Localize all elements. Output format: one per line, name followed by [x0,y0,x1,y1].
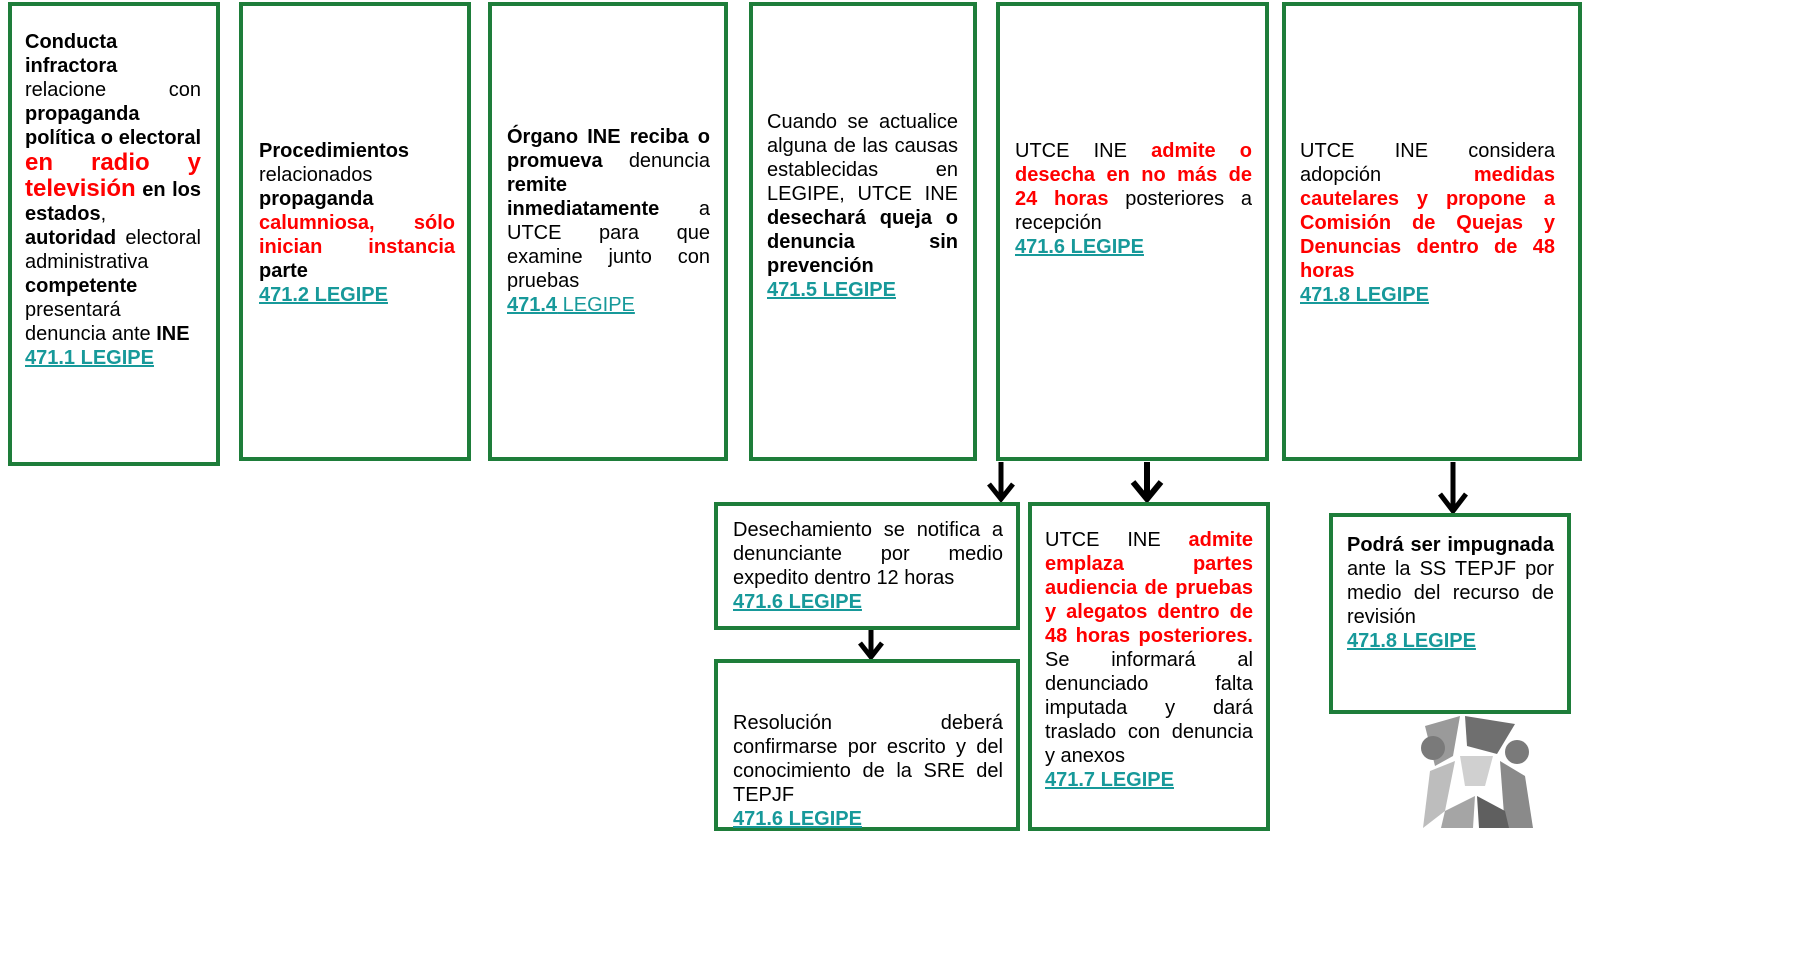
step-text-4: Cuando se actualice alguna de las causas… [767,110,958,302]
text: a UTCE para que examine junto con prueba… [507,198,710,292]
step-text-8: Resolución deberá confirmarse por escrit… [733,711,1003,831]
legal-reference-link[interactable]: 471.6 LEGIPE [733,591,862,613]
step-text-7: Desechamiento se notifica a denunciante … [733,518,1003,614]
text: INE [156,323,190,345]
step-box-8 [714,659,1020,831]
text: UTCE INE [1015,140,1127,162]
text: medidas cautelares y propone a Comisión … [1300,164,1555,282]
text: Cuando se actualice alguna de las causas… [767,111,958,205]
text: , [100,203,107,225]
text: calumniosa, sólo inician instancia [259,212,455,258]
legal-reference-link[interactable]: 471.8 LEGIPE [1347,630,1476,652]
text: relacionados [259,164,373,186]
text: parte [259,260,308,282]
text: desechará queja o denuncia sin prevenció… [767,207,958,277]
step-text-2: Procedimientos relacionados propaganda c… [259,139,455,307]
step-box-3 [488,2,728,461]
legal-reference-link[interactable]: 471.7 LEGIPE [1045,769,1174,791]
arrow-down-icon [1130,462,1164,502]
text: competente [25,275,138,297]
text: propaganda [259,188,374,210]
text: 471.4 [507,294,558,316]
text: Podrá ser impugnada [1347,534,1554,556]
legal-reference-link[interactable]: 471.4 LEGIPE [507,293,710,317]
text: UTCE INE considera adopción [1300,140,1555,186]
step-text-5: UTCE INE admite o desecha en no más de 2… [1015,139,1252,259]
text: autoridad [25,227,117,249]
legal-reference-link[interactable]: 471.5 LEGIPE [767,279,896,301]
step-text-10: Podrá ser impugnada ante la SS TEPJF por… [1347,533,1554,653]
step-box-10 [1329,513,1571,714]
text: ante la SS TEPJF por medio del recurso d… [1347,558,1554,628]
text: posteriores a recepción [1015,188,1253,234]
step-box-5 [996,2,1269,461]
text: electoral administrativa [25,227,201,273]
step-text-6: UTCE INE considera adopción medidas caut… [1300,139,1555,307]
legal-reference-link[interactable]: 471.8 LEGIPE [1300,284,1429,306]
legal-reference-link[interactable]: 471.2 LEGIPE [259,284,388,306]
legal-reference-link[interactable]: 471.6 LEGIPE [1015,236,1144,258]
text: propaganda política o electoral [25,103,201,149]
step-box-1 [8,2,220,466]
legal-reference-link[interactable]: 471.1 LEGIPE [25,347,154,369]
text: LEGIPE [557,294,635,316]
text: Resolución deberá confirmarse por escrit… [733,712,1003,806]
conducta-infractora-label: Conducta infractora [25,31,118,77]
text: Procedimientos [259,140,410,162]
text: Desechamiento se notifica a denunciante … [733,519,1003,589]
step-text-1: Conducta infractora relacione con propag… [25,30,201,370]
text: admite emplaza partes audiencia de prueb… [1045,529,1253,647]
step-box-4 [749,2,977,461]
step-box-2 [239,2,471,461]
step-box-6 [1282,2,1582,461]
text: denuncia [628,150,710,172]
tribunal-logo [1421,716,1533,828]
step-box-7 [714,502,1020,630]
arrow-down-icon [987,462,1015,502]
step-box-9 [1028,502,1270,831]
step-text-3: Órgano INE reciba o promueva denuncia re… [507,125,710,317]
step-text-9: UTCE INE admite emplaza partes audiencia… [1045,528,1253,792]
text: admite o desecha en no más de 24 horas [1015,140,1252,210]
text: relacione con [25,79,201,101]
legal-reference-link[interactable]: 471.6 LEGIPE [733,808,862,830]
arrow-down-icon [858,630,884,660]
text: en los estados [25,179,202,225]
text: presentará denuncia ante [25,299,151,345]
arrow-down-icon [1438,462,1468,514]
text: Órgano INE reciba o promueva [507,126,710,172]
text: en radio y televisión [25,149,201,202]
text: Se informará al denunciado falta imputad… [1045,649,1253,767]
text: remite inmediatamente [507,174,660,220]
text: UTCE INE [1045,529,1161,551]
